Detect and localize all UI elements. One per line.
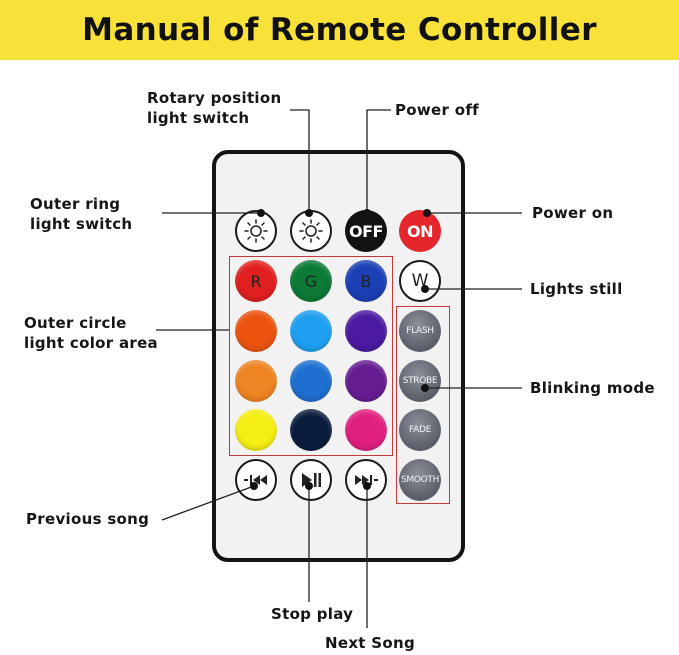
previous-song-button[interactable] — [235, 459, 277, 501]
power-on-callout: Power on — [532, 204, 614, 222]
rotary-label-line1: Rotary position — [147, 89, 282, 107]
title-banner — [0, 0, 679, 60]
color-button[interactable] — [290, 409, 332, 451]
color-button[interactable] — [290, 310, 332, 352]
next-track-icon — [355, 475, 378, 485]
fade-label: FADE — [409, 425, 431, 435]
blinking-mode-callout: Blinking mode — [530, 379, 655, 397]
color-button[interactable] — [345, 409, 387, 451]
rotary-label: Rotary position light switch — [147, 88, 281, 128]
blinking-mode-box — [396, 306, 450, 504]
strobe-label: STROBE — [402, 376, 438, 386]
next-song-callout: Next Song — [325, 634, 416, 652]
color-button[interactable] — [290, 360, 332, 402]
outer-circle-label: Outer circle light color area — [24, 313, 158, 353]
green-label: G — [304, 271, 318, 291]
green-button[interactable]: G — [290, 260, 332, 302]
blue-label: B — [360, 271, 372, 291]
blue-button[interactable]: B — [345, 260, 387, 302]
sun-icon — [244, 219, 268, 243]
stop-play-button[interactable] — [290, 459, 332, 501]
previous-song-callout: Previous song — [26, 510, 150, 528]
outer-ring-light-button[interactable] — [235, 210, 277, 252]
rotary-light-button[interactable] — [290, 210, 332, 252]
stop-play-callout: Stop play — [271, 605, 354, 623]
play-pause-icon — [302, 473, 321, 487]
color-button[interactable] — [235, 409, 277, 451]
outer-circle-label-line1: Outer circle — [24, 314, 127, 332]
power-on-label: ON — [407, 221, 434, 241]
lights-still-callout: Lights still — [530, 280, 623, 298]
strobe-button[interactable]: STROBE — [399, 360, 441, 402]
next-song-button[interactable] — [345, 459, 387, 501]
red-button[interactable]: R — [235, 260, 277, 302]
flash-label: FLASH — [406, 326, 434, 336]
color-area-box — [229, 256, 393, 456]
fade-button[interactable]: FADE — [399, 409, 441, 451]
page-title: Manual of Remote Controller — [82, 12, 597, 48]
previous-track-icon — [244, 475, 267, 485]
color-button[interactable] — [345, 360, 387, 402]
color-button[interactable] — [235, 360, 277, 402]
color-button[interactable] — [345, 310, 387, 352]
red-label: R — [250, 271, 262, 291]
rotary-label-line2: light switch — [147, 109, 250, 127]
smooth-button[interactable]: SMOOTH — [399, 459, 441, 501]
outer-circle-label-line2: light color area — [24, 334, 158, 352]
white-button[interactable]: W — [399, 260, 441, 302]
outer-ring-label: Outer ring light switch — [30, 194, 132, 234]
sun-icon — [299, 219, 323, 243]
smooth-label: SMOOTH — [400, 475, 440, 485]
power-off-button[interactable]: OFF — [345, 210, 387, 252]
outer-ring-label-line2: light switch — [30, 215, 133, 233]
power-off-label: OFF — [349, 221, 383, 241]
power-on-button[interactable]: ON — [399, 210, 441, 252]
flash-button[interactable]: FLASH — [399, 310, 441, 352]
power-off-callout: Power off — [395, 101, 480, 119]
color-button[interactable] — [235, 310, 277, 352]
outer-ring-label-line1: Outer ring — [30, 195, 121, 213]
